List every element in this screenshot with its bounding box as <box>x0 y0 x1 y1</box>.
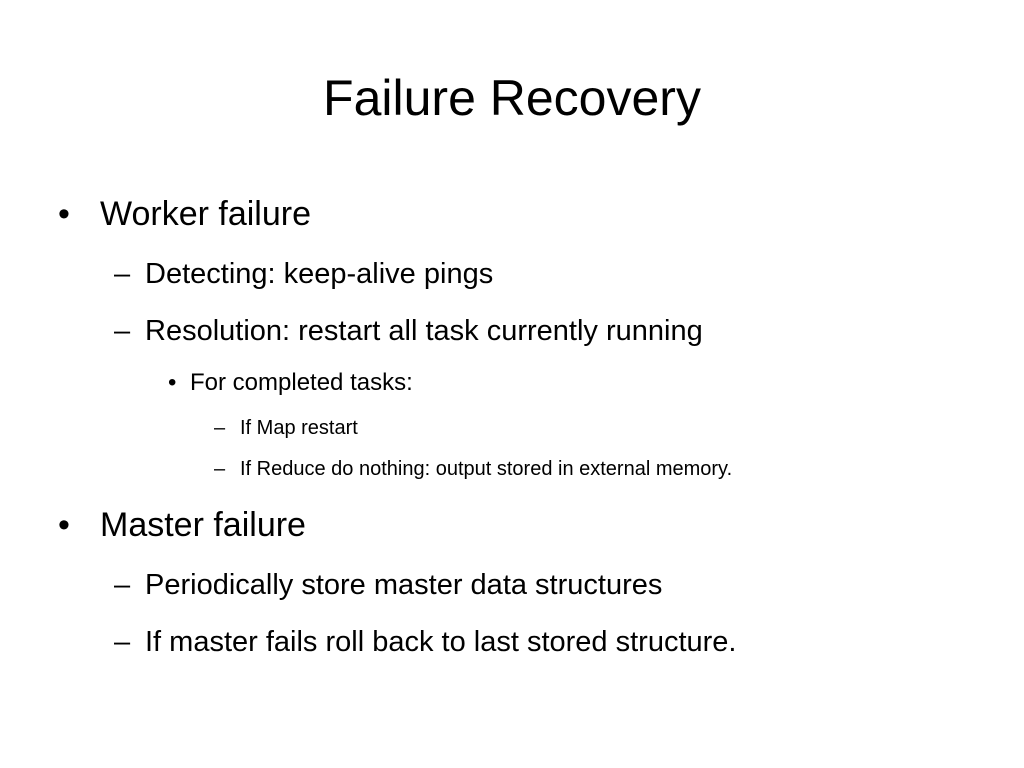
dash-icon: – <box>114 626 131 658</box>
bullet-icon: • <box>168 369 177 396</box>
bullet-icon: • <box>58 195 70 233</box>
dash-icon: – <box>214 458 226 480</box>
sub-item-roll-back: If master fails roll back to last stored… <box>145 626 737 658</box>
sub-sub-item-completed-tasks: For completed tasks: <box>190 369 413 396</box>
dash-icon: – <box>114 258 131 290</box>
bullet-item-worker-failure: Worker failure <box>100 195 311 233</box>
slide-title: Failure Recovery <box>323 70 701 126</box>
bullet-item-master-failure: Master failure <box>100 506 306 544</box>
dash-icon: – <box>214 417 226 439</box>
level4-item-reduce: If Reduce do nothing: output stored in e… <box>240 458 733 480</box>
sub-item-periodically-store: Periodically store master data structure… <box>145 569 663 601</box>
sub-item-resolution: Resolution: restart all task currently r… <box>145 315 703 347</box>
dash-icon: – <box>114 315 131 347</box>
bullet-icon: • <box>58 506 70 544</box>
dash-icon: – <box>114 569 131 601</box>
level4-item-map-restart: If Map restart <box>240 417 358 439</box>
sub-item-detecting: Detecting: keep-alive pings <box>145 258 494 290</box>
